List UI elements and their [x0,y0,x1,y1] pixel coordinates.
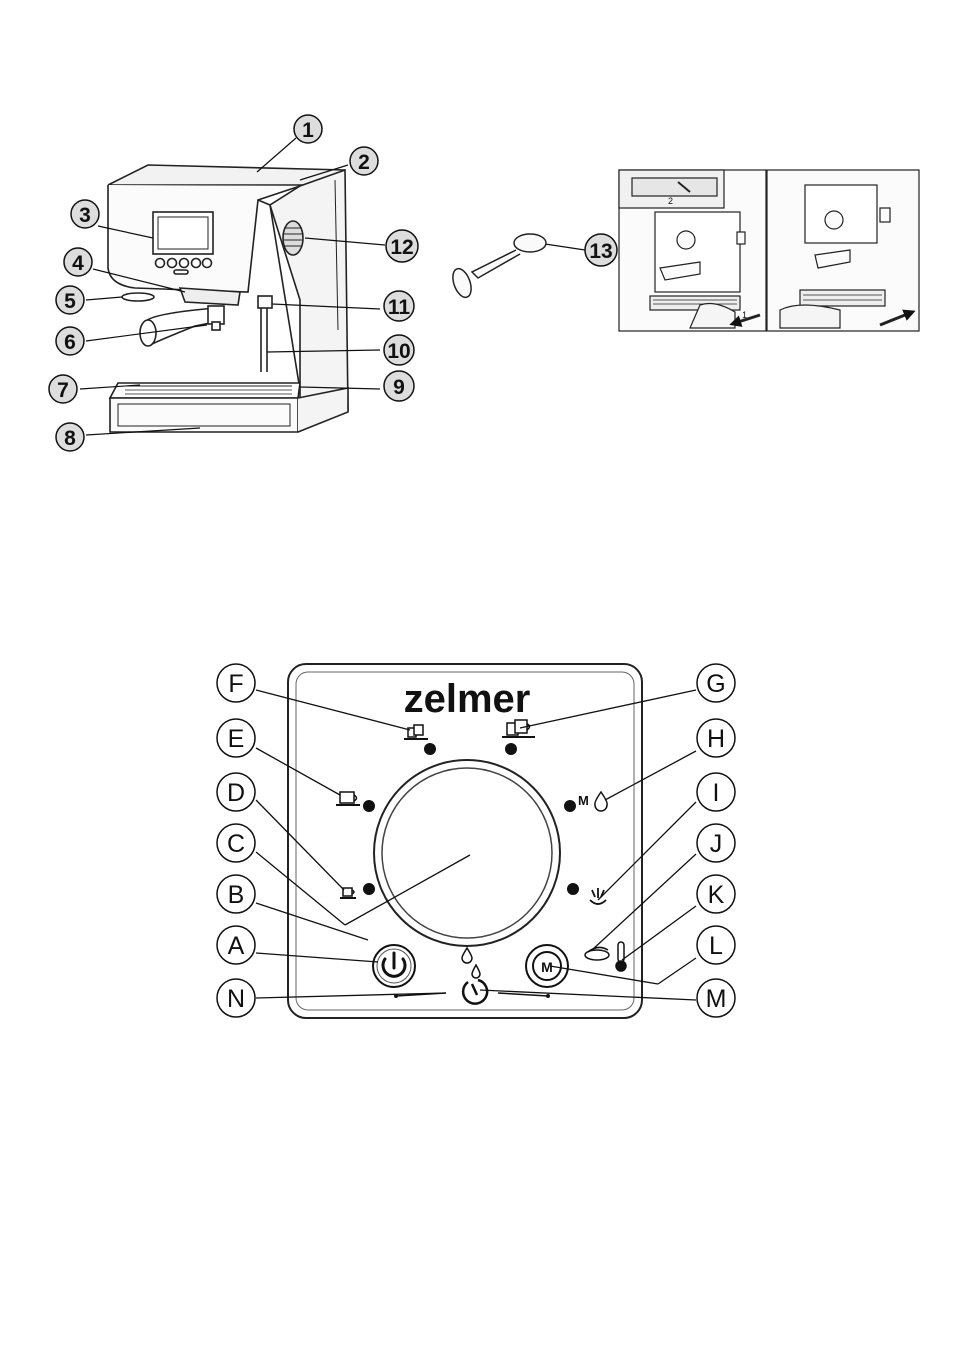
svg-text:6: 6 [64,331,76,354]
callout-9: 9 [384,371,414,401]
callout-D: D [217,773,255,811]
svg-text:K: K [708,881,725,909]
svg-text:13: 13 [589,240,612,263]
callout-K: K [697,875,735,913]
callout-4: 4 [64,248,92,276]
svg-text:M: M [578,793,589,808]
callout-J: J [697,824,735,862]
callout-1: 1 [294,115,322,143]
svg-text:1: 1 [302,119,314,142]
callout-3: 3 [71,200,99,228]
svg-text:1: 1 [742,310,747,320]
callout-F: F [217,664,255,702]
svg-text:G: G [706,670,725,698]
menu-m-button[interactable]: M [526,945,568,987]
callout-A: A [217,926,255,964]
svg-text:10: 10 [387,340,410,363]
power-button[interactable] [373,945,415,987]
svg-text:A: A [228,932,245,960]
callout-H: H [697,719,735,757]
callout-G: G [697,664,735,702]
indicator-large-cup [363,800,375,812]
svg-text:5: 5 [64,290,76,313]
svg-text:E: E [228,725,245,753]
svg-text:D: D [227,779,245,807]
svg-text:N: N [227,985,245,1013]
callout-7: 7 [49,375,77,403]
callout-5: 5 [56,286,84,314]
svg-text:2: 2 [358,151,370,174]
espresso-machine-drawing [108,165,348,432]
callout-I: I [697,773,735,811]
callout-C: C [217,824,255,862]
callout-10: 10 [384,335,414,365]
svg-text:H: H [707,725,725,753]
callout-2: 2 [350,147,378,175]
thermometer-icon [616,942,626,971]
svg-text:C: C [227,830,245,858]
indicator-two-cups [424,743,436,755]
selector-dial[interactable] [374,760,560,946]
callout-8: 8 [56,423,84,451]
callout-13: 13 [585,234,617,266]
svg-text:I: I [713,779,720,807]
svg-text:F: F [228,670,243,698]
indicator-hot-water [567,883,579,895]
drip-tray-removal-illustration: 2 1 [619,170,919,331]
svg-text:M: M [706,985,727,1013]
callout-B: B [217,875,255,913]
svg-text:9: 9 [393,376,405,399]
callout-N: N [217,979,255,1017]
svg-text:L: L [709,932,723,960]
callout-L: L [697,926,735,964]
svg-text:M: M [541,959,553,975]
indicator-steam [564,800,576,812]
brand-logo: zelmer [404,677,531,721]
callout-E: E [217,719,255,757]
svg-text:3: 3 [79,204,91,227]
svg-text:B: B [228,881,245,909]
svg-text:J: J [710,830,723,858]
measuring-spoon-tamper [449,234,546,300]
callout-M: M [697,979,735,1017]
svg-text:4: 4 [72,252,84,275]
svg-text:7: 7 [57,379,69,402]
svg-text:2: 2 [668,196,673,206]
indicator-two-large-cups [505,743,517,755]
svg-text:8: 8 [64,427,76,450]
callout-12: 12 [386,230,418,262]
callout-6: 6 [56,327,84,355]
svg-text:11: 11 [388,296,411,319]
svg-text:12: 12 [390,236,413,259]
indicator-one-cup [363,883,375,895]
control-panel: zelmer M [288,664,642,1018]
callout-11: 11 [384,291,414,321]
